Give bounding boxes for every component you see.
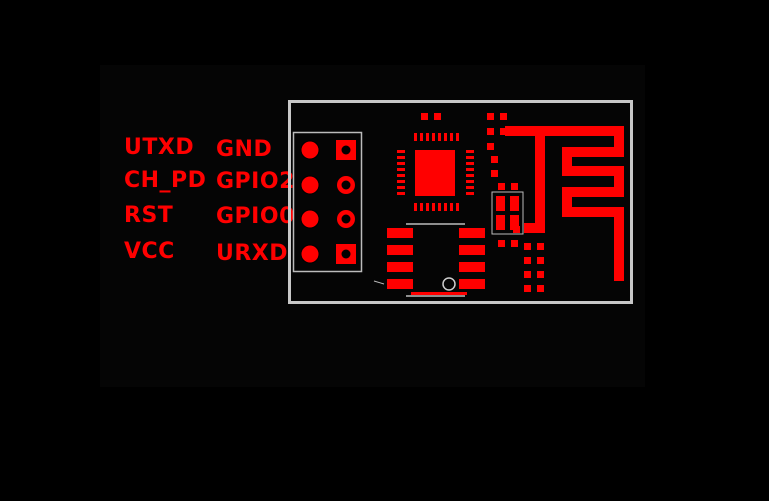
- pin-label-rst: RST: [124, 203, 174, 228]
- board-outline: [288, 100, 633, 304]
- crystal-outline: [491, 191, 524, 235]
- pin-header: [292, 131, 363, 273]
- meander-antenna-icon: [505, 126, 624, 281]
- header-silkscreen: [292, 131, 363, 273]
- header-pin-gnd-hole: [341, 145, 351, 155]
- pin-label-urxd: URXD: [216, 241, 289, 266]
- header-pin-urxd-hole: [341, 249, 351, 259]
- header-pin-utxd: [300, 140, 320, 160]
- soic8-chip-icon: [373, 223, 485, 297]
- passive-components: [487, 113, 544, 292]
- header-pin-rst: [300, 209, 320, 229]
- pin-label-ch-pd: CH_PD: [124, 168, 207, 193]
- header-pin-gpio0-hole: [341, 214, 351, 224]
- pin-label-utxd: UTXD: [124, 135, 195, 160]
- pin-label-gpio0: GPIO0: [216, 204, 295, 229]
- header-pin-vcc: [300, 244, 320, 264]
- pin-label-vcc: VCC: [124, 239, 175, 264]
- qfn-chip-icon: [397, 113, 474, 211]
- header-pin-ch-pd: [300, 175, 320, 195]
- pin-label-gnd: GND: [216, 137, 273, 162]
- pin-label-gpio2: GPIO2: [216, 169, 295, 194]
- header-pin-gpio2-hole: [341, 180, 351, 190]
- pcb-panel: [100, 65, 645, 387]
